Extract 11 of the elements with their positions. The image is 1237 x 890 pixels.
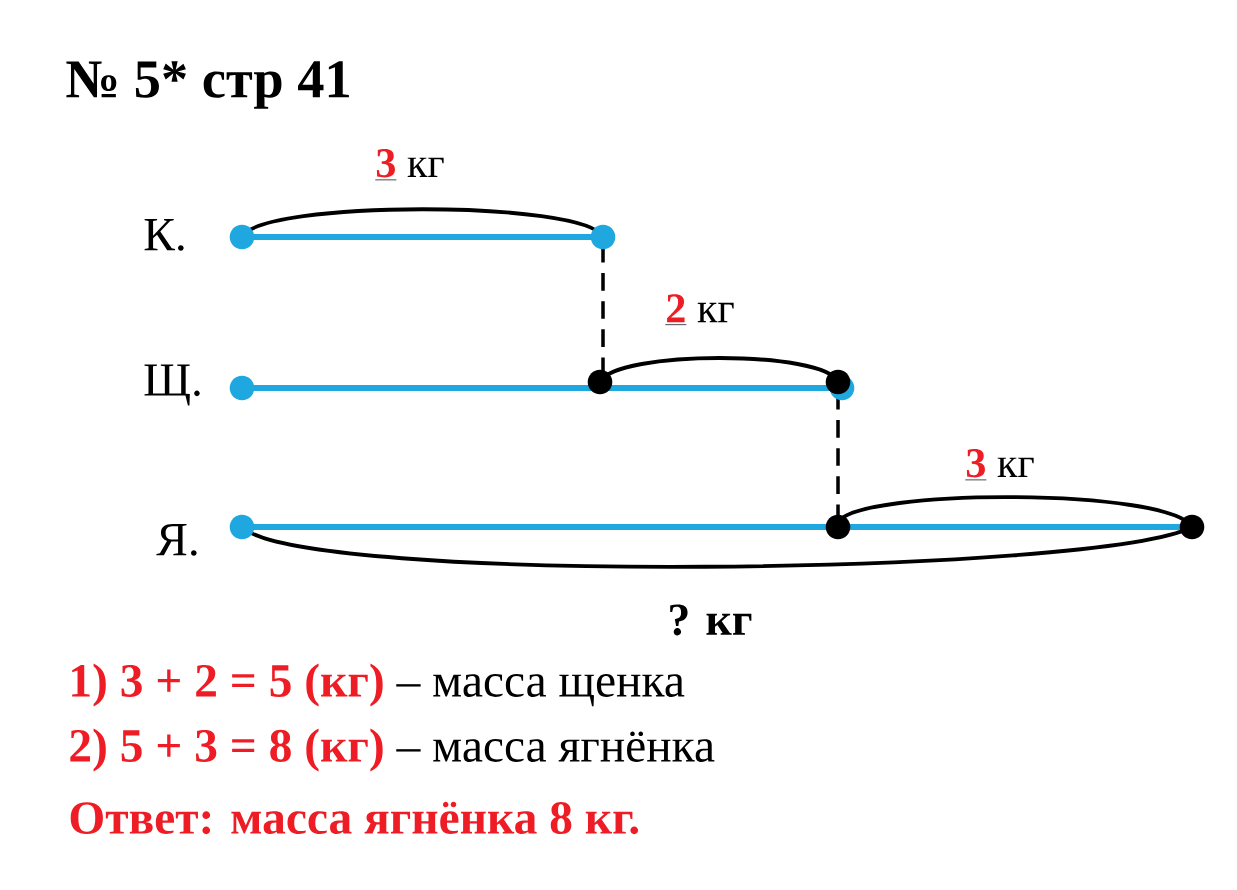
- answer-line: Ответ: масса ягнёнка 8 кг.: [70, 801, 639, 835]
- quantity-label: 2 кг: [664, 294, 734, 326]
- quantity-label: 3 кг: [374, 149, 444, 181]
- row-label: Я.: [156, 524, 197, 556]
- page-title: № 5* стр 41: [66, 61, 349, 109]
- equation-line: 1) 3 + 2 = 5 (кг) – масса щенка: [72, 663, 685, 707]
- equation-line: 2) 5 + 3 = 8 (кг) – масса ягнёнка: [70, 728, 715, 772]
- row-label: Щ.: [144, 364, 200, 406]
- row-label: К.: [144, 219, 184, 251]
- quantity-label: 3 кг: [964, 449, 1034, 481]
- question-label: ? кг: [670, 604, 752, 636]
